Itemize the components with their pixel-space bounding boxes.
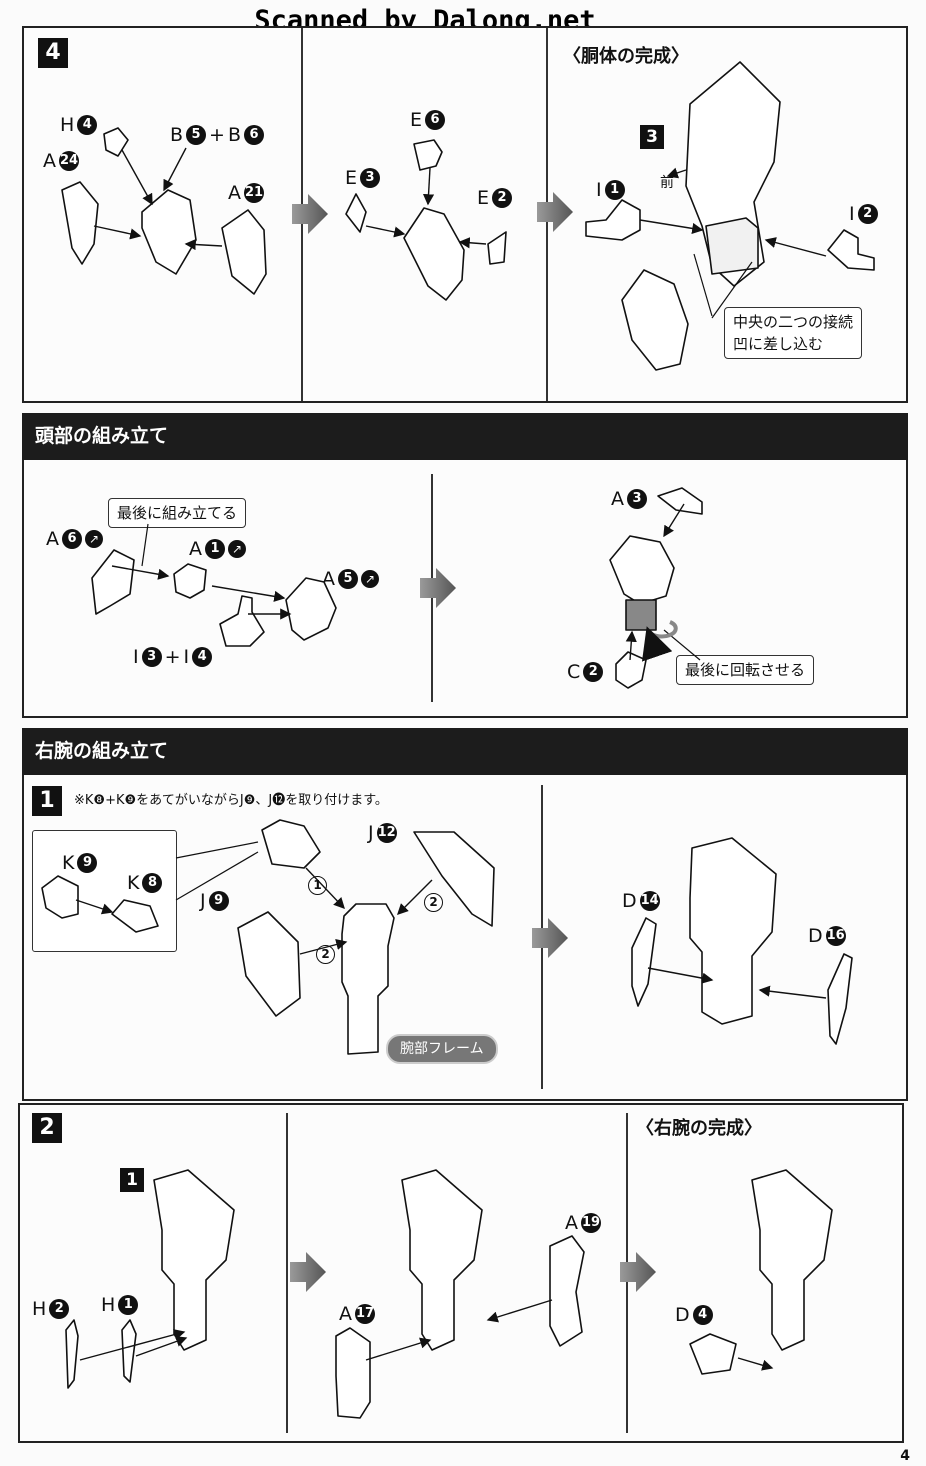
torso-insert-callout: 中央の二つの接続 凹に差し込む — [724, 307, 863, 359]
page-number: 4 — [900, 1448, 910, 1464]
arm-frame-label: 腕部フレーム — [386, 1034, 498, 1064]
panel-divider — [301, 28, 303, 401]
panel-divider — [431, 474, 433, 702]
panel-divider — [626, 1113, 628, 1433]
assemble-last-callout: 最後に組み立てる — [108, 498, 247, 528]
assembly-note: ※K❽+K❾をあてがいながらJ❾、J⓬を取り付けます。 — [74, 793, 388, 808]
order-marker: 1 — [308, 876, 327, 895]
panel-divider — [546, 28, 548, 401]
substep-number: 1 — [120, 1168, 144, 1192]
panel-divider — [286, 1113, 288, 1433]
step-number: 2 — [32, 1113, 62, 1143]
section-right-arm-step2 — [18, 1103, 904, 1443]
order-marker: 2 — [424, 893, 443, 912]
front-direction-label: 前 — [660, 175, 674, 191]
gate-mark-icon: ↗ — [361, 570, 379, 588]
section-header-head: 頭部の組み立て — [22, 413, 908, 460]
panel-divider — [541, 785, 543, 1089]
substep-number: 3 — [640, 125, 664, 149]
gate-mark-icon: ↗ — [85, 530, 103, 548]
torso-complete-caption: 〈胴体の完成〉 — [563, 46, 689, 67]
step-number: 4 — [38, 38, 68, 68]
right-arm-complete-caption: 〈右腕の完成〉 — [636, 1118, 762, 1139]
rotate-last-callout: 最後に回転させる — [676, 655, 815, 685]
step-number: 1 — [32, 786, 62, 816]
section-header-right-arm: 右腕の組み立て — [22, 728, 908, 775]
order-marker: 2 — [316, 945, 335, 964]
gate-mark-icon: ↗ — [228, 540, 246, 558]
